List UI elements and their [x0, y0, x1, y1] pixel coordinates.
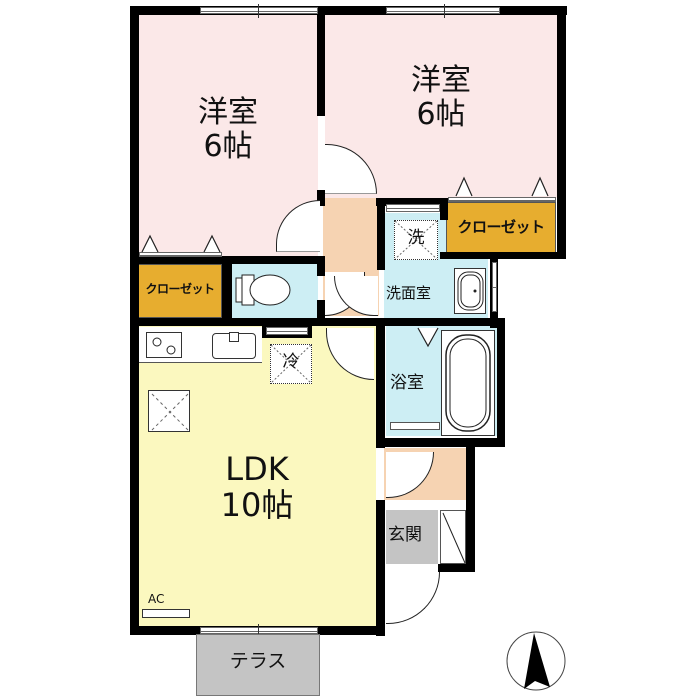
- room-name: 洋室: [198, 95, 258, 130]
- fridge-space: 冷: [270, 344, 312, 384]
- closet-door-marks: [141, 234, 221, 253]
- closet-door-marks: [455, 176, 549, 197]
- aircon-label: AC: [148, 592, 165, 606]
- window: [200, 7, 318, 14]
- terrace-label: テラス: [229, 650, 287, 672]
- window: [386, 7, 500, 14]
- closet-rail: [139, 252, 222, 257]
- stove-icon: [146, 332, 182, 358]
- fridge-label: 冷: [282, 352, 300, 372]
- entrance: [386, 510, 438, 564]
- wall: [317, 6, 325, 116]
- wall: [440, 200, 448, 220]
- ldk-label: LDK 10帖: [138, 450, 376, 524]
- closet-rail: [448, 197, 556, 202]
- closet-left-label: クローゼット: [145, 282, 215, 296]
- window: [200, 627, 318, 634]
- wall: [376, 438, 505, 447]
- wall: [222, 256, 232, 326]
- wall: [376, 318, 385, 448]
- wall: [377, 200, 385, 270]
- room-name: LDK: [225, 450, 289, 488]
- wall: [317, 190, 325, 206]
- window: [492, 262, 497, 312]
- room-size: 6帖: [203, 128, 253, 164]
- washbasin-icon: [454, 268, 486, 314]
- table-space: [148, 390, 190, 432]
- shoe-storage: [440, 510, 466, 564]
- washroom-label: 洗面室: [386, 284, 432, 302]
- window-tick: [444, 4, 445, 18]
- wall: [130, 318, 384, 326]
- wall: [557, 6, 566, 258]
- bathtub-icon: [441, 330, 495, 436]
- western-room-2-label: 洋室 6帖: [325, 64, 557, 131]
- room-name: 洋室: [411, 63, 471, 98]
- closet-left: クローゼット: [138, 264, 222, 318]
- washroom-top-rail: [386, 204, 440, 212]
- ldk-room: [138, 326, 376, 628]
- wall: [438, 564, 475, 572]
- wall: [317, 300, 325, 326]
- window: [266, 327, 308, 335]
- washer-label: 洗: [407, 228, 425, 248]
- aircon-unit: [142, 609, 190, 618]
- front-door[interactable]: [386, 572, 440, 624]
- wall: [497, 318, 505, 444]
- window-tick: [258, 624, 259, 638]
- wall: [440, 252, 566, 259]
- room-size: 6帖: [416, 96, 466, 132]
- window-tick: [258, 4, 259, 18]
- wall: [376, 198, 448, 206]
- closet-right-label: クローゼット: [457, 218, 545, 236]
- bath-step: [390, 422, 440, 430]
- bathroom-label: 浴室: [390, 373, 424, 393]
- entrance-label: 玄関: [388, 525, 422, 545]
- terrace: テラス: [196, 634, 320, 696]
- bath-door-mark: [417, 327, 439, 348]
- north-arrow-icon: [504, 629, 568, 693]
- wall: [376, 500, 385, 636]
- room-size: 10帖: [220, 485, 294, 524]
- wall: [466, 440, 475, 572]
- sink-icon: [212, 332, 256, 359]
- closet-right: クローゼット: [446, 202, 556, 254]
- toilet-icon: [234, 272, 294, 308]
- washer-space: 洗: [394, 220, 438, 260]
- wall: [376, 318, 505, 326]
- western-room-1-label: 洋室 6帖: [138, 96, 318, 163]
- wall: [317, 256, 325, 276]
